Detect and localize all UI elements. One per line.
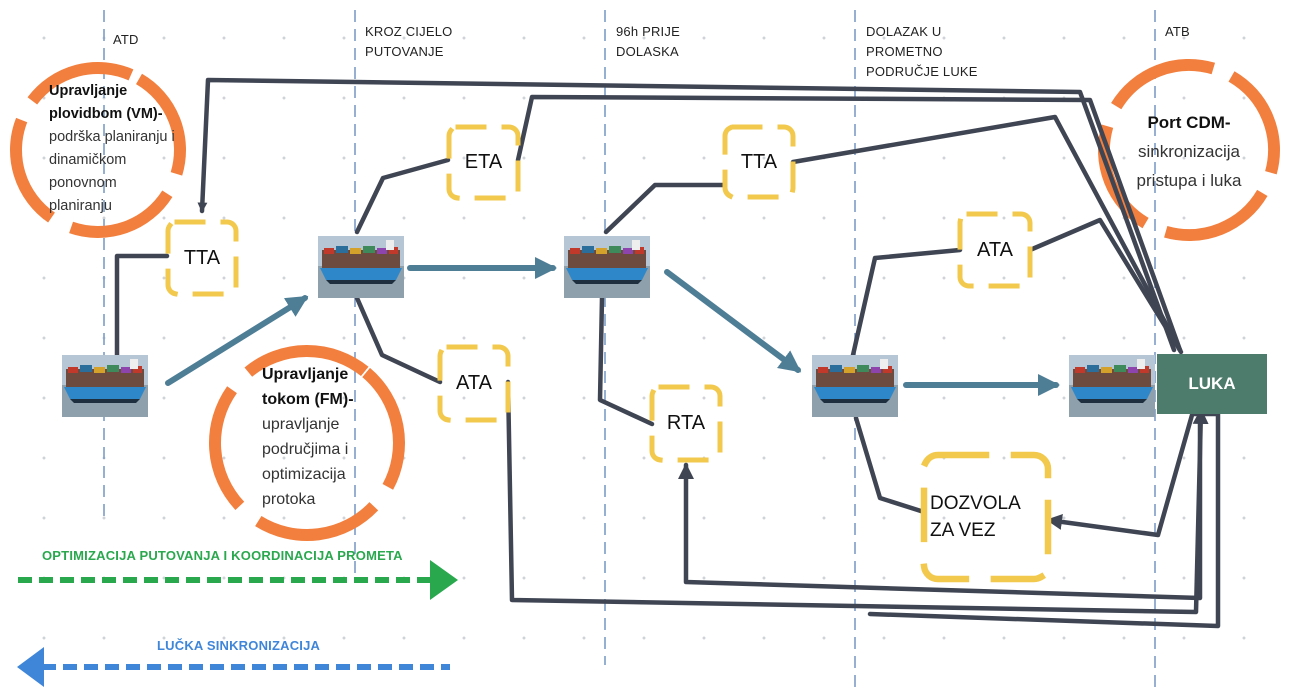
dozvola-line: ZA VEZ — [930, 520, 996, 541]
box-rta — [649, 384, 723, 463]
blue-flow-head — [17, 647, 44, 687]
phase-label-atb: ATB — [1165, 22, 1190, 42]
connector-luka-bottom — [867, 411, 1221, 629]
connector-ship1-tta — [114, 253, 170, 358]
box-ata2 — [957, 211, 1033, 289]
flow-arrow-1 — [165, 295, 309, 386]
phase-line: 96h PRIJE — [616, 24, 680, 39]
ring-vm-text: Upravljanje plovidbom (VM)- podrška plan… — [49, 80, 175, 218]
ring-vm-title: Upravljanje — [49, 83, 128, 99]
phase-line: DOLAZAK U — [866, 24, 942, 39]
bottom-flows — [17, 560, 458, 687]
ring-fm-body: područjima i — [262, 441, 349, 458]
phase-line: PUTOVANJE — [365, 44, 444, 59]
phase-label-96h: 96h PRIJE DOLASKA — [616, 22, 680, 62]
blue-flow-label: LUČKA SINKRONIZACIJA — [157, 638, 321, 653]
process-rings — [9, 58, 1280, 541]
ring-fm-body: protoka — [262, 491, 316, 508]
box-label-tta2: TTA — [740, 150, 778, 173]
phase-line: KROZ CIJELO — [365, 24, 453, 39]
green-flow-label: OPTIMIZACIJA PUTOVANJA I KOORDINACIJA PR… — [42, 548, 403, 563]
box-tta1 — [165, 219, 239, 297]
ship-image-4 — [812, 355, 898, 417]
connector-top-tta — [197, 77, 1177, 353]
connector-ata-luka — [1027, 217, 1184, 355]
connector-ship4-ata — [850, 247, 963, 358]
ring-vm — [9, 61, 186, 238]
phase-label-atd: ATD — [113, 30, 139, 50]
ring-vm-body: dinamičkom — [49, 152, 127, 168]
connector-ata-bottom — [505, 379, 1209, 615]
ring-cdm — [1098, 58, 1280, 241]
ring-fm-body: optimizacija — [262, 466, 346, 483]
phase-label-port-area: DOLAZAK U PROMETNO PODRUČJE LUKE — [866, 22, 978, 82]
box-ata1 — [437, 344, 511, 423]
port-block: LUKA — [1157, 354, 1267, 414]
event-boxes — [165, 124, 1052, 583]
flow-arrow-3 — [664, 269, 802, 373]
box-eta — [446, 124, 521, 201]
ship-image-1 — [62, 355, 148, 417]
connector-luka-dozvola — [1045, 412, 1195, 538]
flow-arrows — [165, 257, 1060, 396]
connector-tta-luka — [790, 114, 1183, 353]
ship-image-3 — [564, 236, 650, 298]
phase-line: ATD — [113, 32, 139, 47]
connector-ship3-rta — [597, 295, 655, 427]
ring-fm-body: upravljanje — [262, 416, 340, 433]
green-flow-head — [430, 560, 458, 600]
phase-line: ATB — [1165, 24, 1190, 39]
phase-line: PROMETNO — [866, 44, 943, 59]
ship-image-2 — [318, 236, 404, 298]
box-label-rta: RTA — [666, 412, 706, 434]
ring-cdm-text: Port CDM- sinkronizacija pristupa i luka — [1121, 108, 1257, 195]
ring-vm-body: ponovnom — [49, 175, 117, 191]
connector-ship2-ata — [354, 295, 443, 385]
ship-image-5 — [1069, 355, 1155, 417]
box-label-dozvola: DOZVOLA ZA VEZ — [930, 487, 1045, 547]
box-label-eta: ETA — [464, 151, 503, 173]
connector-eta-luka — [515, 94, 1183, 353]
box-dozvola — [920, 451, 1052, 583]
ring-cdm-body: pristupa i luka — [1136, 171, 1242, 190]
phase-line: PODRUČJE LUKE — [866, 64, 978, 79]
ring-fm — [209, 345, 405, 541]
port-label: LUKA — [1188, 374, 1236, 393]
connectors — [114, 77, 1221, 629]
connector-ship2-eta — [354, 157, 451, 235]
connector-ship3-tta — [603, 182, 728, 235]
phase-label-journey: KROZ CIJELO PUTOVANJE — [365, 22, 452, 62]
ring-cdm-title: Port CDM- — [1147, 113, 1231, 132]
ring-fm-title: tokom (FM)- — [262, 391, 354, 408]
box-label-ata1: ATA — [456, 372, 492, 394]
box-tta2 — [722, 124, 796, 200]
ring-fm-title: Upravljanje — [262, 366, 349, 383]
ring-cdm-body: sinkronizacija — [1137, 142, 1241, 161]
box-label-tta1: TTA — [183, 246, 221, 269]
phase-dividers — [103, 10, 1156, 688]
phase-line: DOLASKA — [616, 44, 679, 59]
ring-vm-title: plovidbom (VM)- — [49, 106, 163, 122]
dozvola-line: DOZVOLA — [930, 493, 1021, 514]
ring-vm-body: podrška planiranju i — [49, 129, 175, 145]
box-label-ata2: ATA — [977, 238, 1013, 261]
connector-ship4-dozvola — [853, 415, 927, 515]
ring-fm-text: Upravljanje tokom (FM)- upravljanje podr… — [262, 362, 354, 512]
ring-vm-body: planiranju — [49, 198, 112, 214]
